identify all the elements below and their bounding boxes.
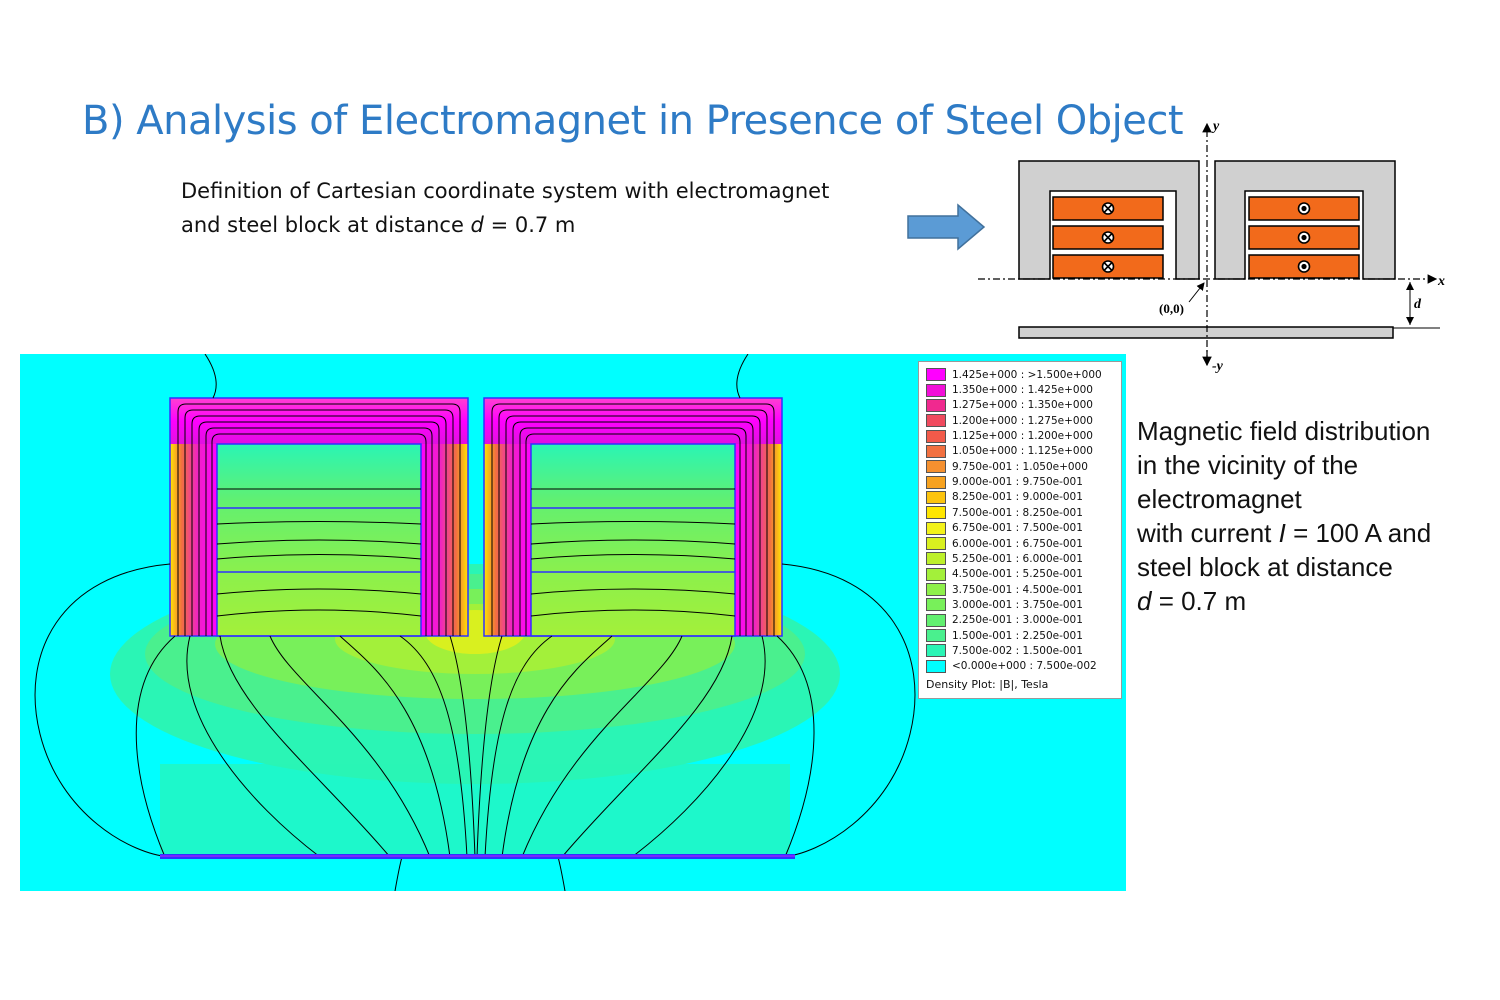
legend-swatch [926,429,946,443]
axis-x-label: x [1437,274,1445,289]
axis-y-label: y [1211,119,1220,134]
legend-entry: 6.750e-001 : 7.500e-001 [926,521,1083,536]
caption-line-2: in the vicinity of the [1137,450,1359,480]
caption-line-1: Magnetic field distribution [1137,416,1431,446]
legend-entry: 6.000e-001 : 6.750e-001 [926,536,1083,551]
legend-entry: 3.000e-001 : 3.750e-001 [926,597,1083,612]
legend-swatch [926,598,946,612]
legend-swatch [926,613,946,627]
legend-label: 9.000e-001 : 9.750e-001 [952,476,1083,489]
legend-swatch [926,537,946,551]
legend-swatch [926,659,946,673]
legend-label: 3.000e-001 : 3.750e-001 [952,598,1083,611]
origin-label: (0,0) [1159,301,1184,316]
legend-swatch [926,414,946,428]
legend-entry: 3.750e-001 : 4.500e-001 [926,582,1083,597]
legend-entry: <0.000e+000 : 7.500e-002 [926,659,1097,674]
legend-entry: 1.125e+000 : 1.200e+000 [926,428,1093,443]
legend-entry: 1.050e+000 : 1.125e+000 [926,444,1093,459]
legend-label: 1.125e+000 : 1.200e+000 [952,430,1093,443]
legend-label: 9.750e-001 : 1.050e+000 [952,460,1088,473]
axis-neg-y-label: -y [1212,359,1224,374]
legend-swatch [926,521,946,535]
legend-entry: 9.000e-001 : 9.750e-001 [926,474,1083,489]
legend-entry: 8.250e-001 : 9.000e-001 [926,490,1083,505]
legend-label: 6.000e-001 : 6.750e-001 [952,537,1083,550]
legend-swatch [926,490,946,504]
left-coils [1052,196,1164,279]
legend-label: 1.350e+000 : 1.425e+000 [952,384,1093,397]
legend-label: 7.500e-002 : 1.500e-001 [952,644,1083,657]
legend-label: 1.275e+000 : 1.350e+000 [952,399,1093,412]
legend-swatch [926,506,946,520]
legend-entry: 4.500e-001 : 5.250e-001 [926,567,1083,582]
right-arrow-icon [907,203,986,251]
legend-swatch [926,583,946,597]
legend-label: <0.000e+000 : 7.500e-002 [952,660,1097,673]
caption-line-5: steel block at distance [1137,552,1393,582]
legend-swatch [926,629,946,643]
description-line-2: and steel block at distance d = 0.7 m [181,213,576,237]
legend-entry: 5.250e-001 : 6.000e-001 [926,551,1083,566]
legend-label: 2.250e-001 : 3.000e-001 [952,614,1083,627]
legend-label: 6.750e-001 : 7.500e-001 [952,522,1083,535]
field-density-plot [20,354,1126,891]
legend-label: 1.050e+000 : 1.125e+000 [952,445,1093,458]
slide-title: B) Analysis of Electromagnet in Presence… [82,98,1184,144]
legend-entry: 1.500e-001 : 2.250e-001 [926,628,1083,643]
caption: Magnetic field distribution in the vicin… [1137,414,1477,618]
distance-label: d [1414,297,1422,312]
current-out-icon [1297,202,1311,273]
legend-swatch [926,444,946,458]
right-coils [1248,196,1360,279]
legend-footer: Density Plot: |B|, Tesla [926,678,1049,691]
legend-label: 7.500e-001 : 8.250e-001 [952,506,1083,519]
legend-label: 1.500e-001 : 2.250e-001 [952,629,1083,642]
legend-swatch [926,398,946,412]
legend-swatch [926,383,946,397]
legend-label: 8.250e-001 : 9.000e-001 [952,491,1083,504]
density-legend: Density Plot: |B|, Tesla 1.425e+000 : >1… [918,361,1122,699]
steel-block [1018,326,1394,339]
legend-swatch [926,368,946,382]
legend-label: 3.750e-001 : 4.500e-001 [952,583,1083,596]
legend-swatch [926,552,946,566]
legend-entry: 7.500e-002 : 1.500e-001 [926,643,1083,658]
legend-label: 1.200e+000 : 1.275e+000 [952,414,1093,427]
legend-entry: 1.425e+000 : >1.500e+000 [926,367,1102,382]
legend-entry: 9.750e-001 : 1.050e+000 [926,459,1088,474]
legend-entry: 1.350e+000 : 1.425e+000 [926,382,1093,397]
caption-line-3: electromagnet [1137,484,1302,514]
legend-label: 5.250e-001 : 6.000e-001 [952,552,1083,565]
coordinate-diagram: y -y x d (0,0) [978,119,1445,374]
caption-line-6: d = 0.7 m [1137,586,1247,616]
current-into-icon [1101,202,1115,273]
legend-swatch [926,567,946,581]
description: Definition of Cartesian coordinate syste… [181,174,901,242]
caption-line-4: with current I = 100 A and [1137,518,1432,548]
legend-label: 4.500e-001 : 5.250e-001 [952,568,1083,581]
legend-entry: 1.275e+000 : 1.350e+000 [926,398,1093,413]
legend-label: 1.425e+000 : >1.500e+000 [952,368,1102,381]
legend-entry: 2.250e-001 : 3.000e-001 [926,613,1083,628]
legend-swatch [926,475,946,489]
description-line-1: Definition of Cartesian coordinate syste… [181,179,830,203]
legend-swatch [926,644,946,658]
legend-entry: 7.500e-001 : 8.250e-001 [926,505,1083,520]
legend-entry: 1.200e+000 : 1.275e+000 [926,413,1093,428]
legend-swatch [926,460,946,474]
